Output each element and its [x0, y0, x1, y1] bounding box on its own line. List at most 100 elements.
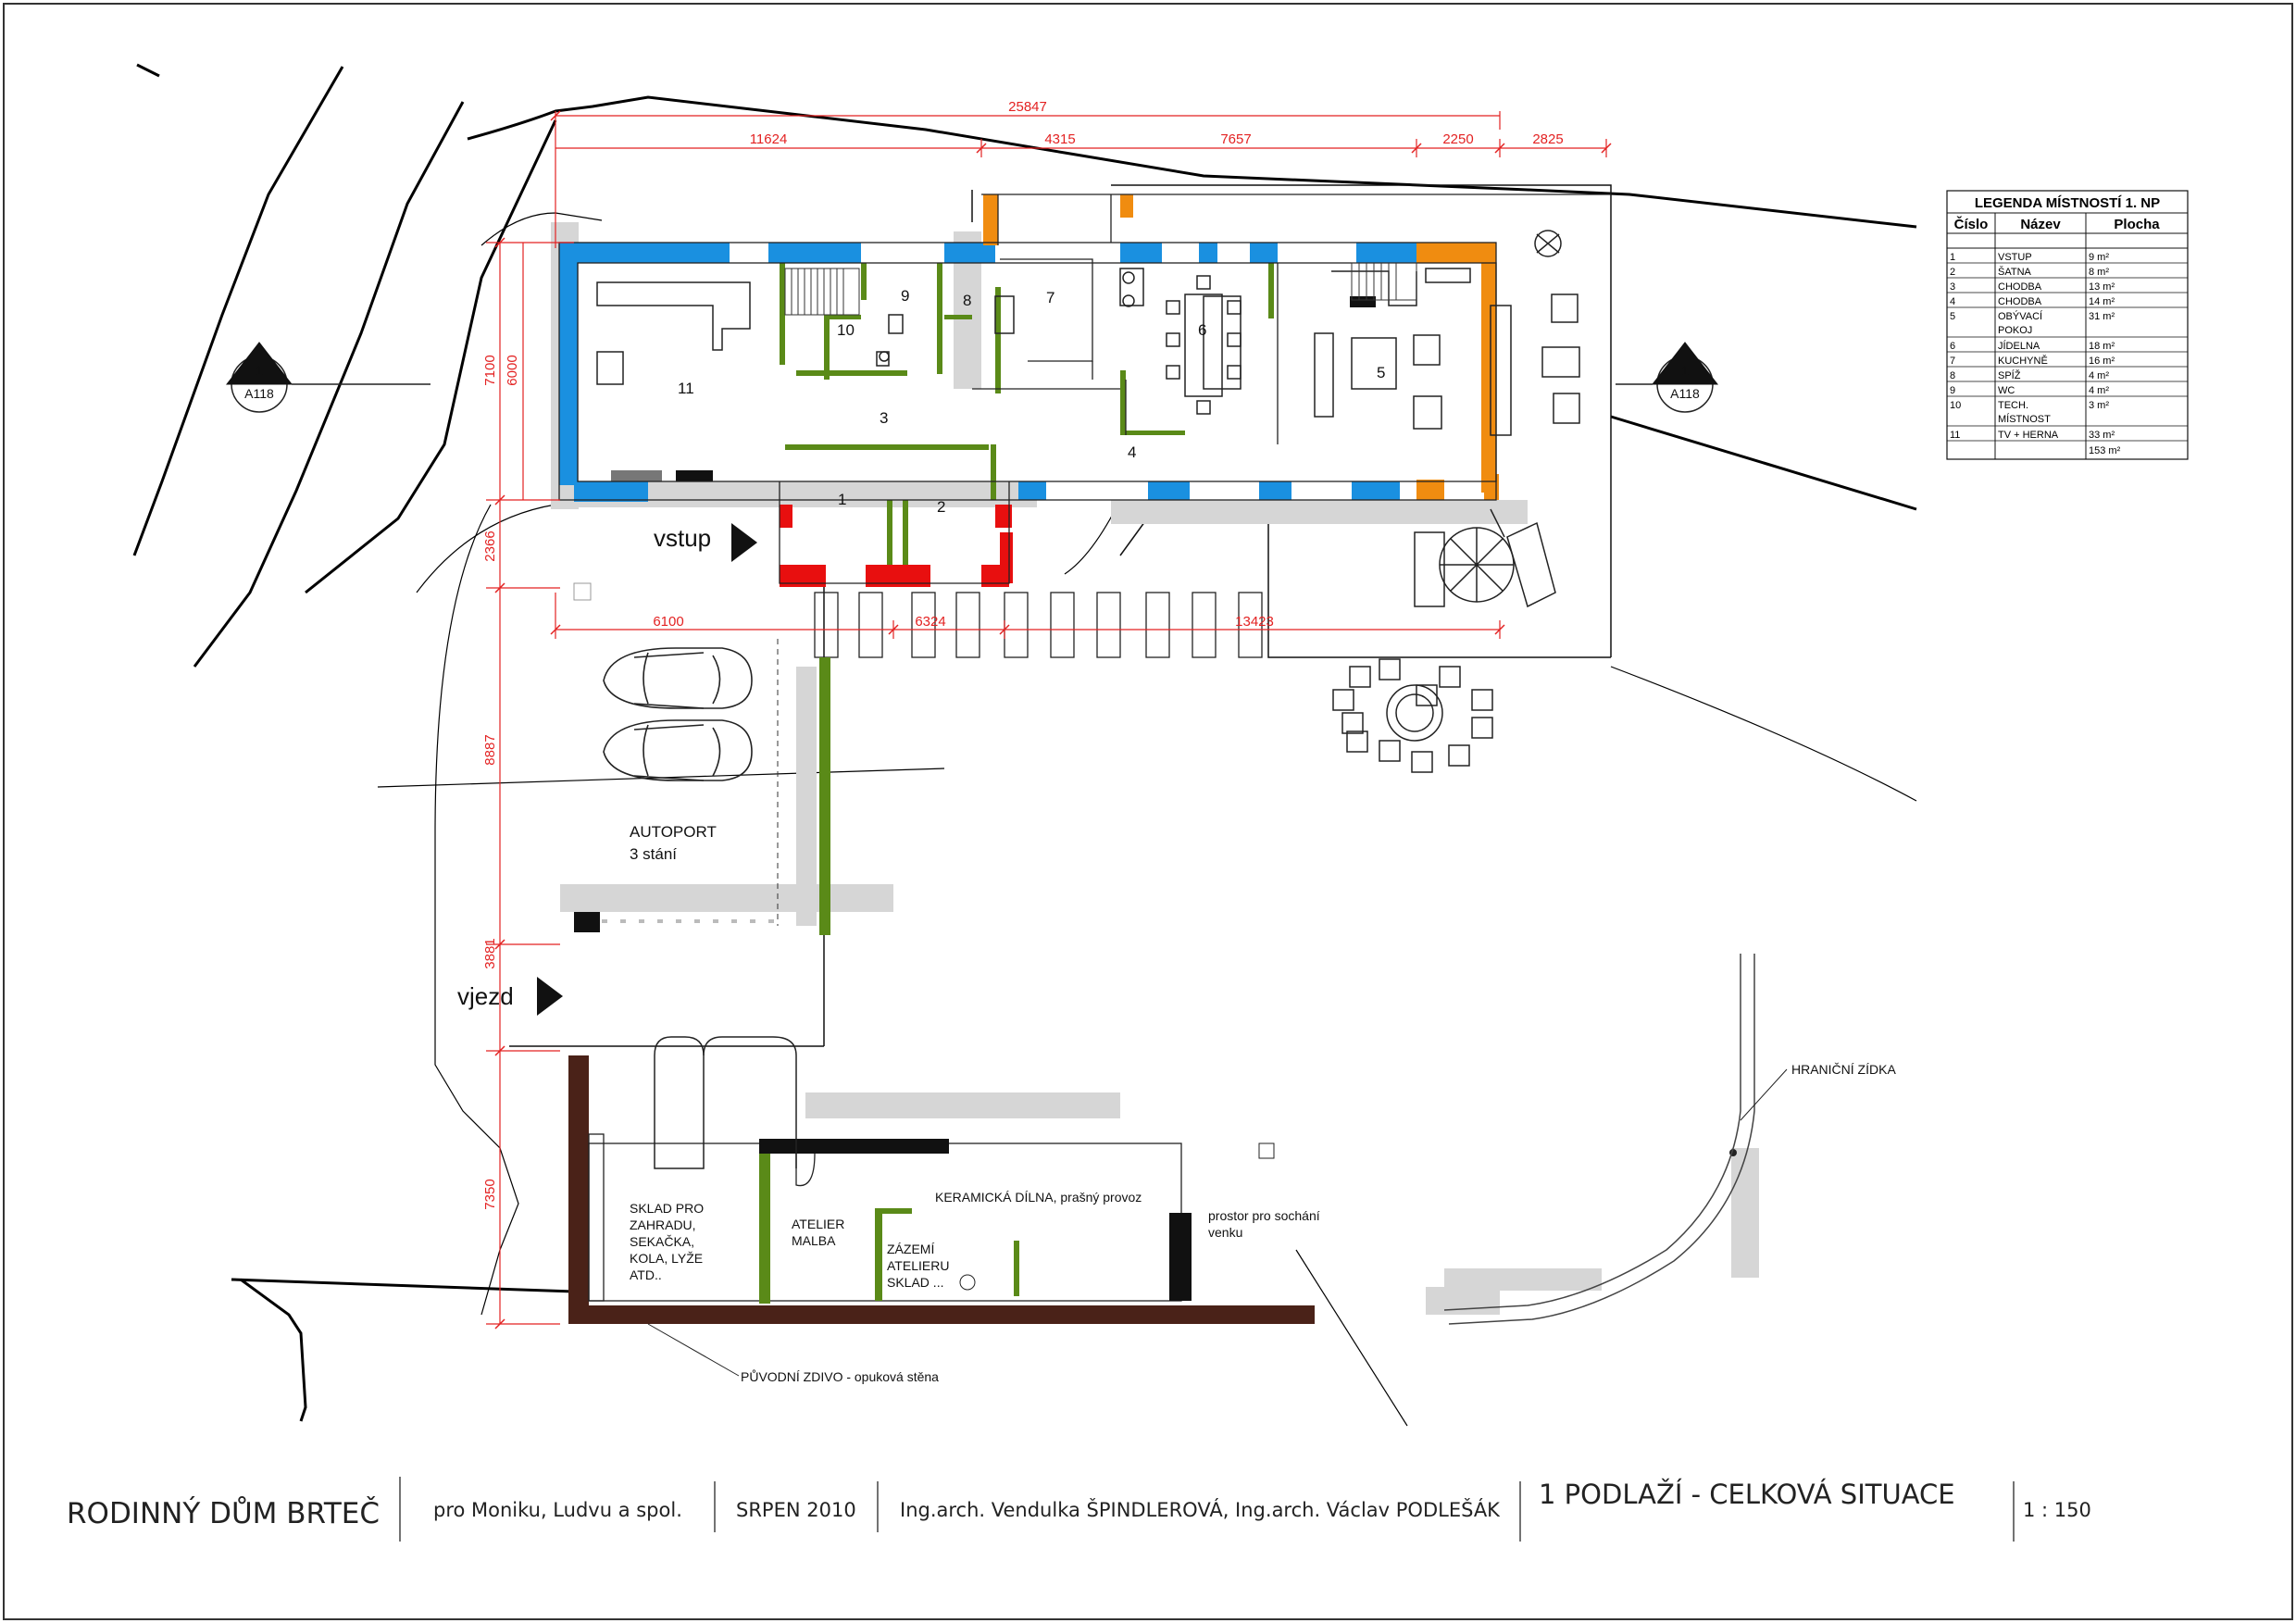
- legend-total: 153 m²: [2089, 445, 2121, 456]
- legend-row-num: 8: [1950, 370, 1955, 381]
- legend-row-area: 31 m²: [2089, 311, 2115, 322]
- entrance-arrow-icon: [731, 523, 757, 562]
- storage-label-1: SKLAD PRO: [630, 1201, 704, 1216]
- dim-bottom-seg-1: 6100: [653, 614, 683, 630]
- legend-row-area: 16 m²: [2089, 356, 2115, 367]
- legend-row-name: WC: [1998, 385, 2015, 396]
- house-outline: [558, 194, 1611, 584]
- room-number-10: 10: [837, 321, 855, 339]
- dim-top-seg-2: 4315: [1044, 131, 1075, 147]
- section-right-ref: A118: [1670, 386, 1700, 401]
- sculpt-label-2: venku: [1208, 1225, 1242, 1240]
- legend-row-area: 33 m²: [2089, 430, 2115, 441]
- atelier-label-2: MALBA: [792, 1233, 836, 1248]
- dim-bottom-seg-3: 13423: [1235, 614, 1274, 630]
- legend-row-num: 7: [1950, 356, 1955, 367]
- sheet-title: 1 PODLAŽÍ - CELKOVÁ SITUACE: [1539, 1479, 1955, 1510]
- dim-left-4: 3881: [482, 938, 498, 968]
- legend-row-name: SPÍŽ: [1998, 369, 2021, 381]
- legend-row-area: 3 m²: [2089, 400, 2109, 411]
- dim-left-1: 7100: [482, 355, 498, 385]
- legend-row-num: 11: [1950, 430, 1960, 441]
- storage-label-4: KOLA, LYŽE: [630, 1251, 703, 1266]
- dimension-ticks: [494, 110, 1612, 1330]
- dim-left-2: 2366: [482, 531, 498, 561]
- dining-table: [1166, 275, 1242, 415]
- date-label: SRPEN 2010: [736, 1499, 856, 1521]
- stairs: [784, 262, 1417, 316]
- section-left-ref: A118: [244, 386, 274, 401]
- room-number-6: 6: [1198, 321, 1206, 339]
- carport-label-2: 3 stání: [630, 845, 677, 863]
- dim-top-seg-4: 2250: [1442, 131, 1473, 147]
- legend-row-area: 4 m²: [2089, 370, 2109, 381]
- dim-bottom-seg-2: 6324: [915, 614, 945, 630]
- project-title: RODINNÝ DŮM BRTEČ: [67, 1496, 380, 1530]
- legend-row-num: 3: [1950, 281, 1955, 293]
- dim-left-inner: 6000: [505, 355, 520, 385]
- sculpt-label-1: prostor pro sochání: [1208, 1208, 1320, 1223]
- terrace-furniture: [1332, 521, 1556, 773]
- legend-row-name: TECH.: [1998, 400, 2028, 411]
- boundary-leader: [1740, 1068, 1788, 1121]
- car-icon: [603, 647, 753, 781]
- legend-row-num: 5: [1950, 311, 1955, 322]
- room-number-2: 2: [937, 498, 945, 516]
- outbuilding: [568, 1036, 1737, 1324]
- dim-top-seg-1: 11624: [750, 131, 788, 147]
- legend-row-name: CHODBA: [1998, 281, 2042, 293]
- legend-row-name: TV + HERNA: [1998, 430, 2059, 441]
- original-wall-leader: [647, 1323, 740, 1377]
- legend-header-area: Plocha: [2114, 217, 2160, 232]
- legend-row-area: 13 m²: [2089, 281, 2115, 293]
- room-number-3: 3: [880, 409, 888, 427]
- drive-in-arrow-icon: [537, 977, 563, 1016]
- terrain-thin-lines: [377, 212, 1917, 1427]
- storage-label-2: ZAHRADU,: [630, 1217, 696, 1232]
- legend-row-area: 8 m²: [2089, 267, 2109, 278]
- legend-header-name: Název: [2020, 217, 2061, 232]
- dim-top-seg-3: 7657: [1220, 131, 1251, 147]
- room-number-1: 1: [838, 491, 846, 508]
- room-legend-table: [1946, 190, 2189, 460]
- room-number-4: 4: [1128, 443, 1136, 461]
- storage-label-3: SEKAČKA,: [630, 1234, 694, 1249]
- terrain-contours: [132, 63, 1917, 1422]
- legend-row-num: 10: [1950, 400, 1961, 411]
- backroom-label-3: SKLAD ...: [887, 1275, 943, 1290]
- sheet-frame: [3, 3, 2293, 1620]
- boundary-wall: [1443, 954, 1755, 1325]
- legend-row-name: CHODBA: [1998, 296, 2042, 307]
- carport-label-1: AUTOPORT: [630, 823, 717, 841]
- paving: [814, 592, 1263, 658]
- dim-left-5: 7350: [482, 1179, 498, 1209]
- section-left-num: 1: [256, 363, 263, 378]
- legend-row-name: ŠATNA: [1998, 266, 2032, 278]
- legend-row-name: VSTUP: [1998, 252, 2032, 263]
- room-number-11: 11: [678, 380, 694, 397]
- client-label: pro Moniku, Ludvu a spol.: [433, 1499, 682, 1521]
- drive-in-label: vjezd: [457, 982, 514, 1010]
- section-marker-left: [225, 342, 430, 413]
- legend-row-num: 4: [1950, 296, 1955, 307]
- section-right-num: 1: [1681, 363, 1689, 378]
- architects-label: Ing.arch. Vendulka ŠPINDLEROVÁ, Ing.arch…: [900, 1498, 1501, 1521]
- legend-row-area: 14 m²: [2089, 296, 2115, 307]
- legend-row-num: 6: [1950, 341, 1955, 352]
- dim-top-total: 25847: [1008, 99, 1047, 115]
- house-walls: [559, 194, 1499, 587]
- room-number-8: 8: [963, 292, 971, 309]
- section-marker-right: [1616, 342, 1719, 413]
- legend-header-num: Číslo: [1954, 216, 1989, 232]
- legend-row-name-2: POKOJ: [1998, 325, 2032, 336]
- legend-row-num: 2: [1950, 267, 1955, 278]
- dim-top-seg-5: 2825: [1532, 131, 1563, 147]
- room-number-7: 7: [1046, 289, 1054, 306]
- storage-label-5: ATD..: [630, 1267, 662, 1282]
- legend-row-num: 1: [1950, 252, 1955, 263]
- ceramic-label: KERAMICKÁ DÍLNA, prašný provoz: [935, 1190, 1142, 1205]
- carport: [573, 582, 830, 935]
- legend-title: LEGENDA MÍSTNOSTÍ 1. NP: [1975, 195, 2160, 211]
- scale-label: 1 : 150: [2023, 1499, 2091, 1521]
